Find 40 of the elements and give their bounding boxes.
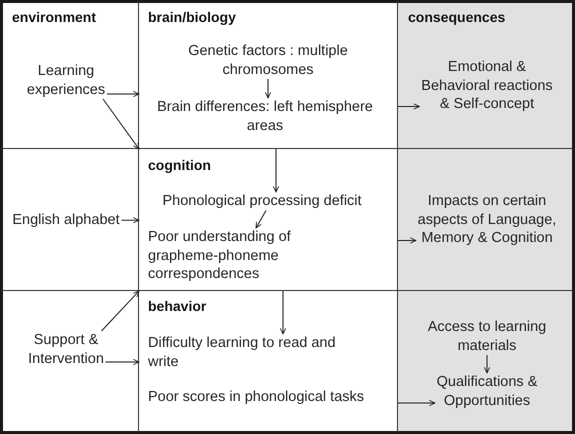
column-heading: environment [12, 8, 96, 26]
arrow [264, 78, 272, 98]
factor-label: Phonological processing deficit [162, 192, 362, 210]
factor-label: Poor scores in phonological tasks [148, 388, 366, 406]
factor-label: Brain differences: left hemisphere areas [156, 98, 374, 135]
arrow [121, 217, 140, 224]
factor-label: Learning experiences [26, 62, 106, 99]
table-cell [139, 149, 398, 291]
arrow [102, 98, 140, 150]
section-heading: cognition [148, 156, 211, 174]
consequence-label: Access to learning materials [427, 318, 547, 355]
factor-label: Difficulty learning to read and write [148, 334, 337, 371]
arrow [106, 90, 140, 98]
consequence-label: Emotional & Behavioral reactions & Self-concept [420, 58, 554, 114]
section-heading: behavior [148, 297, 206, 315]
table-cell [139, 0, 398, 149]
table-cell [398, 291, 575, 434]
table-cell [398, 0, 575, 149]
table-cell [0, 291, 139, 434]
arrow [398, 237, 416, 244]
table-cell [398, 149, 575, 291]
consequence-label: Qualifications & Opportunities [436, 373, 538, 410]
factor-label: English alphabet [12, 211, 120, 230]
factor-label: Genetic factors : multiple chromosomes [188, 42, 348, 79]
arrow [105, 358, 140, 366]
consequence-label: Impacts on certain aspects of Language, Memory & Cognition [417, 192, 557, 248]
table-cell [0, 149, 139, 291]
column-heading: brain/biology [148, 8, 236, 26]
table-cell [139, 291, 398, 434]
arrow [272, 148, 280, 192]
arrow [256, 210, 266, 228]
arrow [280, 290, 286, 334]
table-cell [0, 0, 139, 149]
factor-label: Support & Intervention [28, 331, 104, 368]
factor-label: Poor understanding of grapheme-phoneme correspondences [148, 228, 292, 284]
arrow [101, 290, 140, 332]
column-heading: consequences [408, 8, 506, 26]
arrow [398, 103, 420, 110]
arrow [398, 400, 436, 406]
arrow [484, 354, 490, 374]
